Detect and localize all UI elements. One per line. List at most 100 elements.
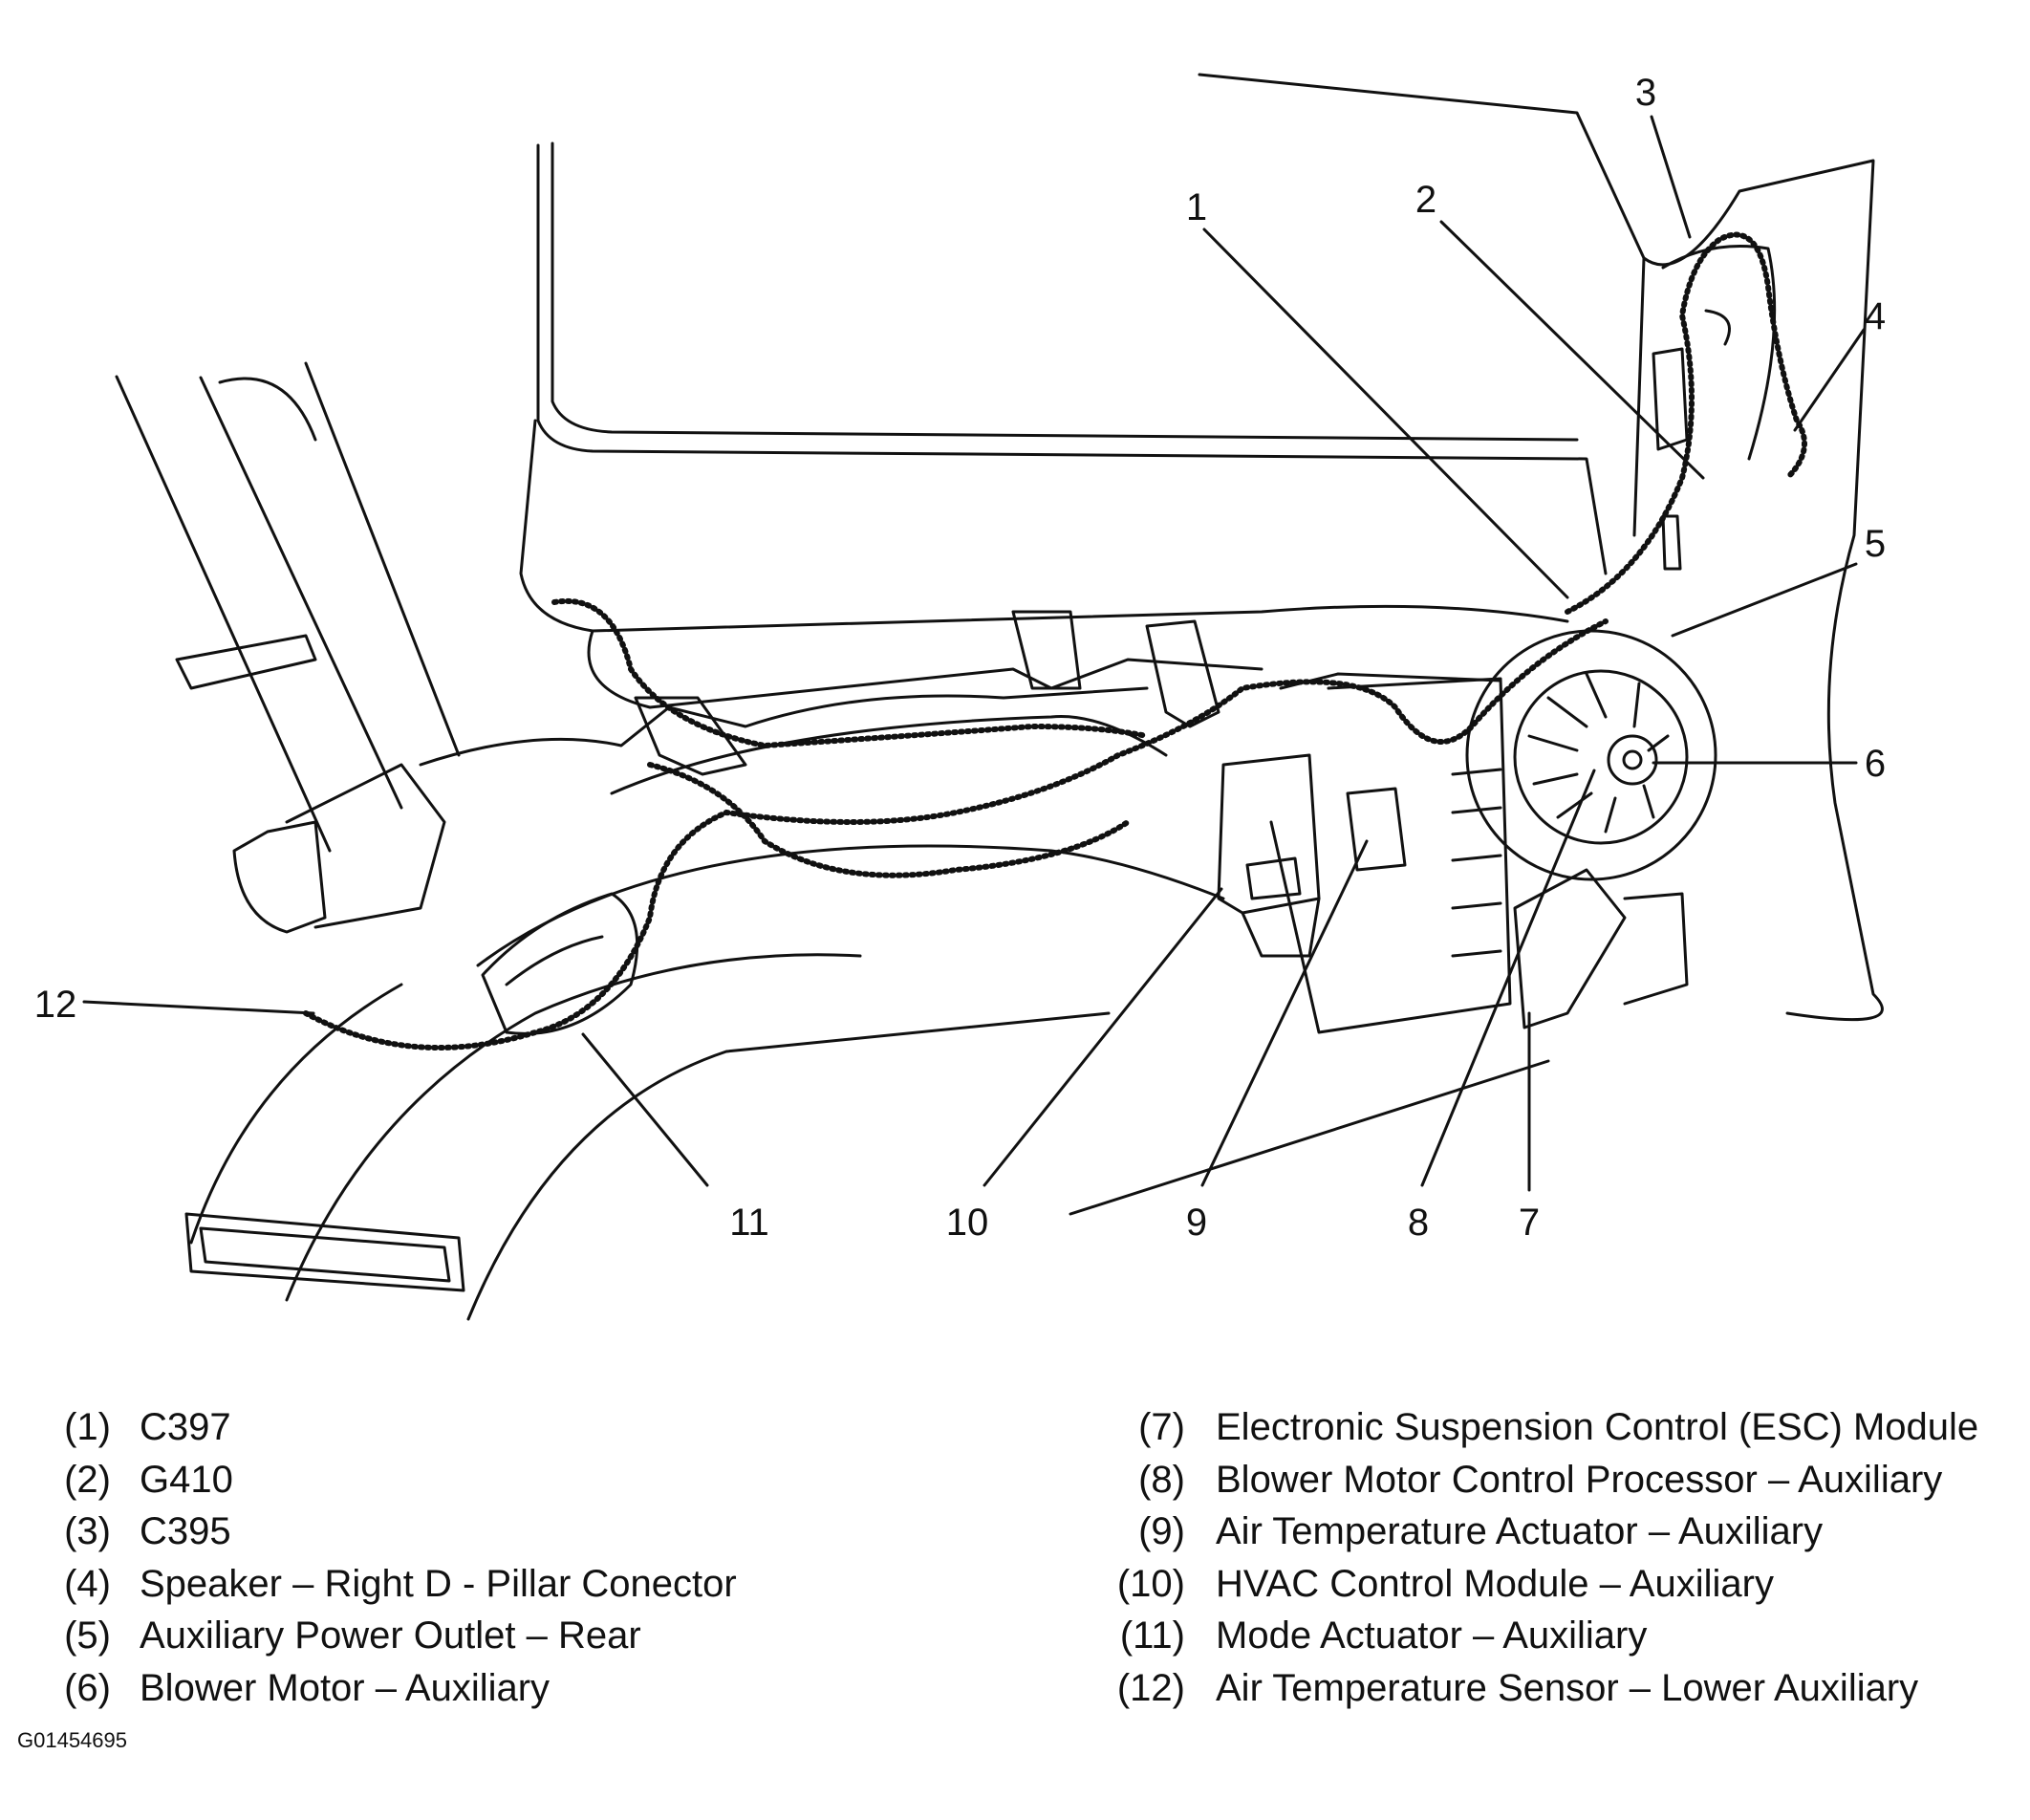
- esc-bracket: [1623, 892, 1689, 1006]
- blower-blades: [1527, 672, 1670, 834]
- legend-number: (9): [1138, 1510, 1185, 1552]
- harness-lower: [647, 762, 1131, 878]
- floor-vent: [184, 1212, 465, 1292]
- floor-duct-left: [189, 983, 403, 1245]
- left-bracket: [175, 634, 317, 690]
- leader-11: [581, 1032, 709, 1187]
- callout-2: 2: [1415, 179, 1436, 221]
- hvac-module: [1217, 753, 1321, 915]
- left-pillar-1: [199, 376, 403, 810]
- legend-item: (10) HVAC Control Module – Auxiliary: [1099, 1558, 1978, 1611]
- callout-10: 10: [946, 1202, 989, 1244]
- blower-hub: [1607, 734, 1658, 786]
- blower-wheel: [1513, 669, 1689, 845]
- connector-stub: [1661, 514, 1682, 571]
- leader-3: [1650, 115, 1692, 239]
- pillar-slot: [1704, 309, 1731, 346]
- callout-5: 5: [1865, 523, 1886, 565]
- legend-label: Blower Motor – Auxiliary: [140, 1666, 551, 1709]
- left-duct-body: [285, 763, 446, 929]
- legend-number: (8): [1138, 1458, 1185, 1501]
- legend-item: (4) Speaker – Right D - Pillar Conector: [54, 1558, 737, 1611]
- legend-number: (1): [64, 1406, 111, 1448]
- esc-module: [1513, 868, 1627, 1029]
- legend-right: (7) Electronic Suspension Control (ESC) M…: [1099, 1401, 1978, 1714]
- callout-7: 7: [1519, 1202, 1540, 1244]
- upper-duct: [419, 686, 1149, 767]
- legend-number: (4): [64, 1562, 111, 1605]
- outlet-top: [1011, 610, 1082, 690]
- roof-line: [1198, 73, 1646, 537]
- legend-number: (6): [64, 1666, 111, 1709]
- legend-label: Blower Motor Control Processor – Auxilia…: [1216, 1458, 1943, 1501]
- leader-4: [1793, 328, 1866, 432]
- leader-9: [1200, 839, 1369, 1187]
- legend-label: Air Temperature Sensor – Lower Auxiliary: [1216, 1666, 1919, 1709]
- leader-1: [1202, 228, 1569, 599]
- harness-pillar: [1565, 231, 1807, 615]
- legend-number: (11): [1119, 1614, 1185, 1657]
- component-locator-diagram: 1 2 3 4 5 6 7 8 9 10 11 12: [34, 72, 1886, 1321]
- legend-item: (7) Electronic Suspension Control (ESC) M…: [1099, 1401, 1978, 1454]
- figure-id: G01454695: [17, 1728, 127, 1752]
- legend-number: (2): [64, 1458, 111, 1501]
- callout-1: 1: [1186, 186, 1207, 228]
- callout-3: 3: [1635, 72, 1656, 114]
- trim-panel: [519, 419, 1569, 633]
- legend-label: Speaker – Right D - Pillar Conector: [140, 1562, 737, 1605]
- left-pillar-outer: [115, 375, 332, 853]
- mode-actuator: [481, 892, 639, 1035]
- legend-number: (3): [64, 1510, 111, 1552]
- blower-housing: [1269, 677, 1512, 1034]
- legend-item: (6) Blower Motor – Auxiliary: [54, 1662, 737, 1715]
- leader-5: [1671, 562, 1858, 638]
- legend-number: (12): [1116, 1666, 1185, 1709]
- main-duct-top: [610, 715, 1168, 795]
- legend-item: (9) Air Temperature Actuator – Auxiliary: [1099, 1506, 1978, 1558]
- legend-label: G410: [140, 1458, 233, 1501]
- legend-label: Air Temperature Actuator – Auxiliary: [1216, 1510, 1824, 1552]
- legend-item: (12) Air Temperature Sensor – Lower Auxil…: [1099, 1662, 1978, 1715]
- rear-window-inner: [551, 141, 1579, 442]
- trim-lower: [587, 629, 1263, 709]
- legend-label: C395: [140, 1510, 231, 1552]
- callout-8: 8: [1408, 1202, 1429, 1244]
- hvac-connector: [1241, 897, 1321, 958]
- leader-8: [1420, 769, 1596, 1187]
- legend-item: (3) C395: [54, 1506, 737, 1558]
- legend-label: Electronic Suspension Control (ESC) Modu…: [1216, 1406, 1979, 1448]
- legend-label: Mode Actuator – Auxiliary: [1216, 1614, 1648, 1657]
- left-pillar-2: [304, 361, 461, 757]
- callout-12: 12: [34, 984, 77, 1026]
- leader-10: [983, 887, 1223, 1187]
- legend-label: Auxiliary Power Outlet – Rear: [140, 1614, 641, 1657]
- legend-number: (10): [1116, 1562, 1185, 1605]
- legend-left: (1) C397 (2) G410 (3) C395 (4) Speaker – Rig…: [54, 1401, 737, 1714]
- hvac-module-face: [1245, 856, 1302, 900]
- legend-item: (2) G410: [54, 1454, 737, 1506]
- floor-line: [1069, 1059, 1550, 1216]
- mode-actuator-inner: [505, 935, 604, 986]
- callout-6: 6: [1865, 743, 1886, 785]
- left-pillar-3: [218, 377, 317, 442]
- right-pillar: [1642, 159, 1884, 1022]
- leader-2: [1439, 220, 1705, 480]
- main-duct-bottom: [476, 844, 1225, 967]
- floor-duct-front: [466, 1011, 1111, 1321]
- blower-housing-ribs: [1451, 768, 1502, 958]
- callout-4: 4: [1865, 295, 1886, 337]
- callout-9: 9: [1186, 1202, 1207, 1244]
- legend-item: (11) Mode Actuator – Auxiliary: [1099, 1610, 1978, 1662]
- pillar-speaker: [1652, 347, 1689, 451]
- legend-item: (5)Auxiliary Power Outlet – Rear: [54, 1610, 737, 1662]
- legend-label: C397: [140, 1406, 231, 1448]
- harness-main: [303, 618, 1609, 1051]
- legend-label: HVAC Control Module – Auxiliary: [1216, 1562, 1774, 1605]
- legend-item: (1) C397: [54, 1401, 737, 1454]
- outlet-left: [634, 696, 747, 776]
- outlet-center: [1145, 619, 1220, 728]
- floor-vent-inner: [199, 1226, 451, 1283]
- leader-12: [82, 1000, 315, 1015]
- legend-number: (7): [1138, 1406, 1185, 1448]
- callout-11: 11: [729, 1202, 769, 1244]
